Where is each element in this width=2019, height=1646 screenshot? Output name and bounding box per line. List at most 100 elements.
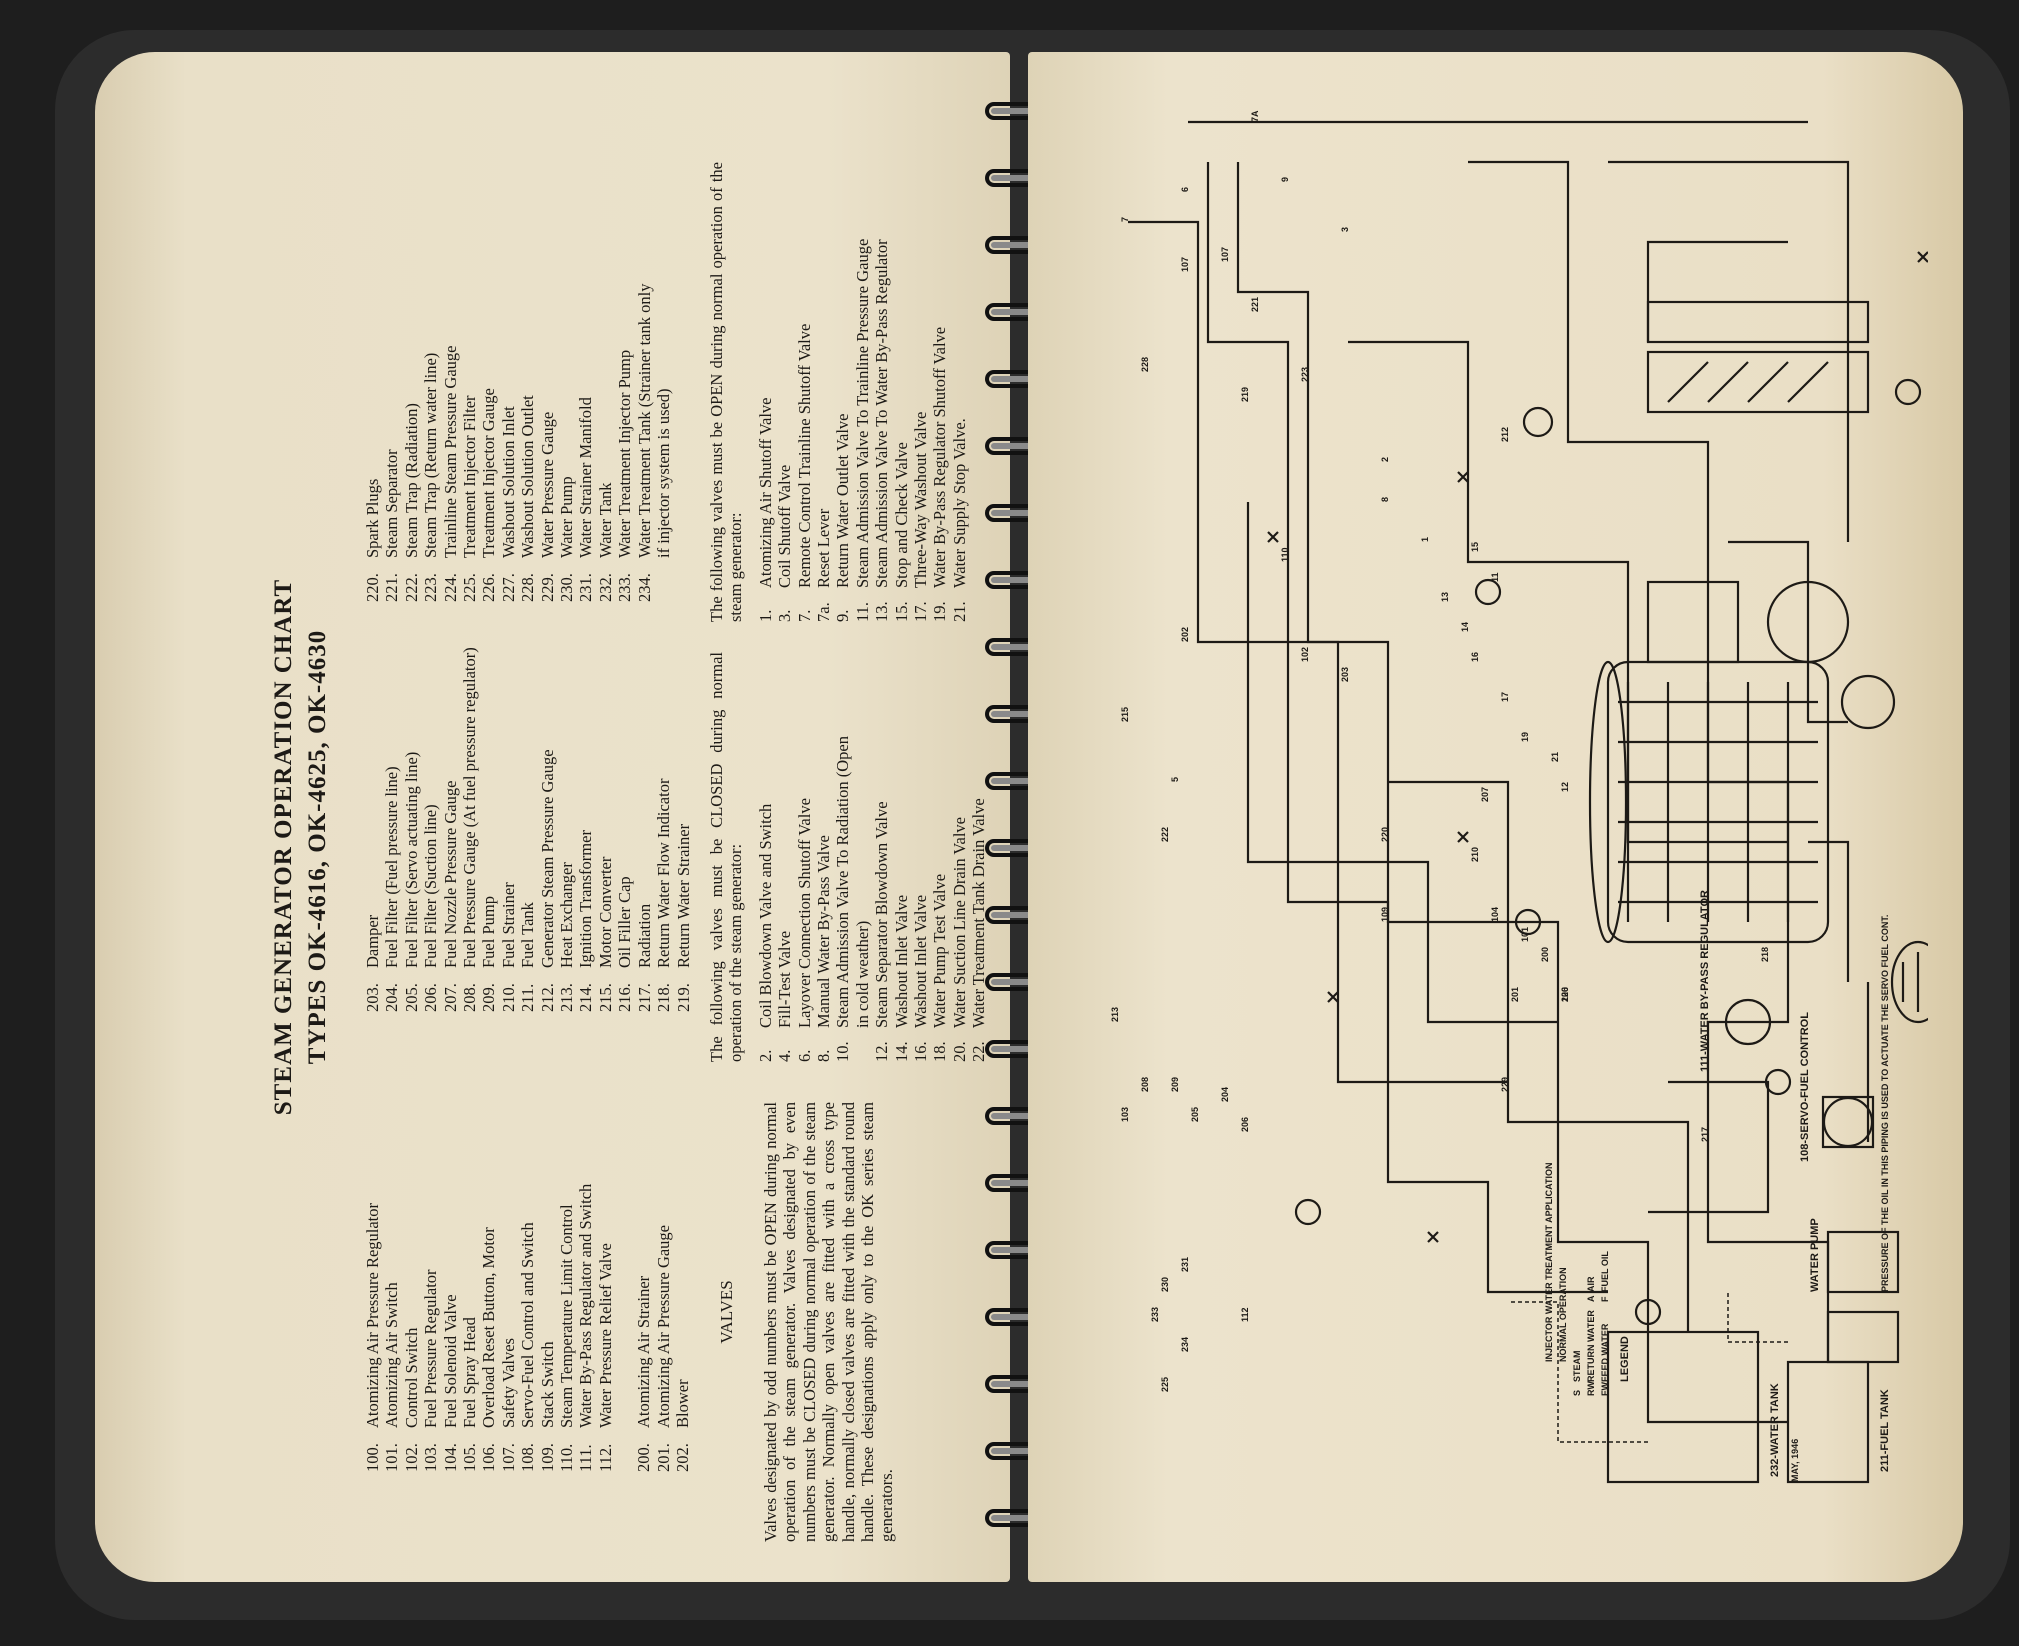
list-item: 19.Water By-Pass Regulator Shutoff Valve	[930, 152, 949, 622]
item-label: Radiation	[634, 903, 654, 968]
item-label: Atomizing Air Shutoff Valve	[755, 397, 775, 588]
item-label: Water Supply Stop Valve.	[949, 418, 969, 588]
item-number: 7.	[794, 609, 814, 622]
steam-generator-schematic: 211-FUEL TANK 232-WATER TANK MAY, 1946 1…	[1110, 110, 1928, 1484]
item-number: 7a.	[813, 602, 833, 622]
item-number: 110.	[557, 1443, 577, 1472]
list-item: 107.Safety Valves	[499, 1012, 518, 1472]
part-number-label: 204	[1220, 1087, 1230, 1102]
part-number-label: 107	[1220, 247, 1230, 262]
item-label: Fuel Tank	[518, 902, 538, 968]
item-label: Washout Inlet Valve	[891, 894, 911, 1028]
part-number-label: 229	[1500, 1077, 1510, 1092]
item-number: 212.	[537, 983, 557, 1012]
list-item: 7.Remote Control Trainline Shutoff Valve	[795, 152, 814, 622]
list-item: 225.Treatment Injector Filter	[460, 182, 479, 602]
item-number: 227.	[498, 573, 518, 602]
part-number-label: 217	[1700, 1127, 1710, 1142]
item-number: 10.	[833, 1041, 853, 1062]
part-number-label: 201	[1510, 987, 1520, 1002]
list-item: 208.Fuel Pressure Gauge (At fuel pressur…	[460, 602, 479, 1012]
item-number: 19.	[930, 601, 950, 622]
item-label: Return Water Flow Indicator	[654, 778, 674, 968]
item-label: Washout Solution Inlet	[498, 406, 518, 558]
item-label: Steam Trap (Return water line)	[421, 352, 441, 558]
item-number	[654, 558, 673, 602]
motor-converter-shape	[1840, 674, 1896, 730]
closed-valves-intro: The following valves must be CLOSED duri…	[706, 652, 746, 1062]
item-label: Fuel Pressure Regulator	[421, 1269, 441, 1428]
legend-s-code: S	[1572, 1390, 1582, 1396]
item-number: 215.	[595, 983, 615, 1012]
heat-exchanger-shape	[1890, 940, 1928, 1024]
list-item: 18.Water Pump Test Valve	[930, 622, 949, 1062]
item-label: Three-Way Washout Valve	[910, 411, 930, 588]
list-item: 10.Steam Admission Valve To Radiation (O…	[833, 622, 852, 1062]
part-number-label: 13	[1440, 592, 1450, 602]
valves-description: Valves designated by odd numbers must be…	[760, 1102, 897, 1542]
legend-title: LEGEND	[1619, 1336, 1631, 1382]
item-number: 209.	[479, 983, 499, 1012]
item-number: 109.	[537, 1443, 557, 1472]
item-number: 213.	[557, 983, 577, 1012]
part-number-label: 101	[1520, 927, 1530, 942]
item-number: 105.	[460, 1443, 480, 1472]
item-label: Water Pump	[557, 476, 577, 558]
list-item: 221.Steam Separator	[382, 182, 401, 602]
item-label: Return Water Outlet Valve	[833, 413, 853, 588]
item-label: Motor Converter	[595, 856, 615, 968]
right-page-content: 211-FUEL TANK 232-WATER TANK MAY, 1946 1…	[1088, 102, 1928, 1542]
list-item: 111.Water By-Pass Regulator and Switch	[576, 1012, 595, 1472]
item-number: 3.	[775, 609, 795, 622]
item-label: Water Treatment Tank (Strainer tank only	[634, 283, 654, 558]
item-label: Water Pump Test Valve	[930, 873, 950, 1028]
legend-fuel-oil: FUEL OIL	[1600, 1251, 1610, 1292]
list-item: 206.Fuel Filter (Suction line)	[421, 602, 440, 1012]
valves-block: VALVES Valves designated by odd numbers …	[707, 1062, 989, 1542]
list-item: 15.Stop and Check Valve	[892, 152, 911, 622]
water-tank-shape	[1606, 1330, 1760, 1484]
part-number-label: 215	[1120, 707, 1130, 722]
list-item: 200.Atomizing Air Strainer	[634, 1012, 653, 1472]
item-number: 233.	[615, 573, 635, 602]
item-number: 106.	[479, 1443, 499, 1472]
item-label: Stop and Check Valve	[891, 442, 911, 588]
list-item: 210.Fuel Strainer	[499, 602, 518, 1012]
item-label: Stack Switch	[537, 1341, 557, 1428]
fuel-tank-label: 211-FUEL TANK	[1879, 1389, 1891, 1472]
item-number: 230.	[557, 573, 577, 602]
item-label: Reset Lever	[813, 508, 833, 588]
open-valves-intro: The following valves must be OPEN during…	[706, 162, 746, 622]
legend-fw-code: FW	[1600, 1382, 1610, 1396]
list-item: 16.Washout Inlet Valve	[911, 622, 930, 1062]
item-label: Coil Blowdown Valve and Switch	[755, 803, 775, 1028]
item-number: 112.	[595, 1443, 615, 1472]
item-label: Blower	[673, 1379, 693, 1428]
item-label: Washout Solution Outlet	[518, 395, 538, 558]
part-number-label: 200	[1540, 947, 1550, 962]
item-number: 20.	[949, 1041, 969, 1062]
item-number: 229.	[537, 573, 557, 602]
treatment-tank-shape	[1826, 1310, 1900, 1364]
item-label: Water Pressure Relief Valve	[595, 1243, 615, 1428]
list-item: 3.Coil Shutoff Valve	[775, 152, 794, 622]
item-number: 9.	[833, 609, 853, 622]
part-number-label: 209	[1170, 1077, 1180, 1092]
item-number: 108.	[518, 1443, 538, 1472]
item-label: Fuel Pressure Gauge (At fuel pressure re…	[460, 647, 480, 968]
list-item: 7a. Reset Lever	[814, 152, 833, 622]
part-number-label: 225	[1160, 1377, 1170, 1392]
list-item: 204.Fuel Filter (Fuel pressure line)	[382, 602, 401, 1012]
list-item: 227. Washout Solution Inlet	[499, 182, 518, 602]
item-number: 225.	[460, 573, 480, 602]
part-number-label: 213	[1110, 1007, 1120, 1022]
list-item: 217.Radiation	[635, 602, 654, 1012]
boiler-shape	[1606, 660, 1830, 944]
item-label: Atomizing Air Strainer	[634, 1275, 654, 1428]
item-number: 6.	[794, 1049, 814, 1062]
part-number-label: 8	[1380, 497, 1390, 502]
water-tank-label: 232-WATER TANK	[1769, 1383, 1781, 1477]
item-number: 226.	[479, 573, 499, 602]
part-number-label: 16	[1470, 652, 1480, 662]
